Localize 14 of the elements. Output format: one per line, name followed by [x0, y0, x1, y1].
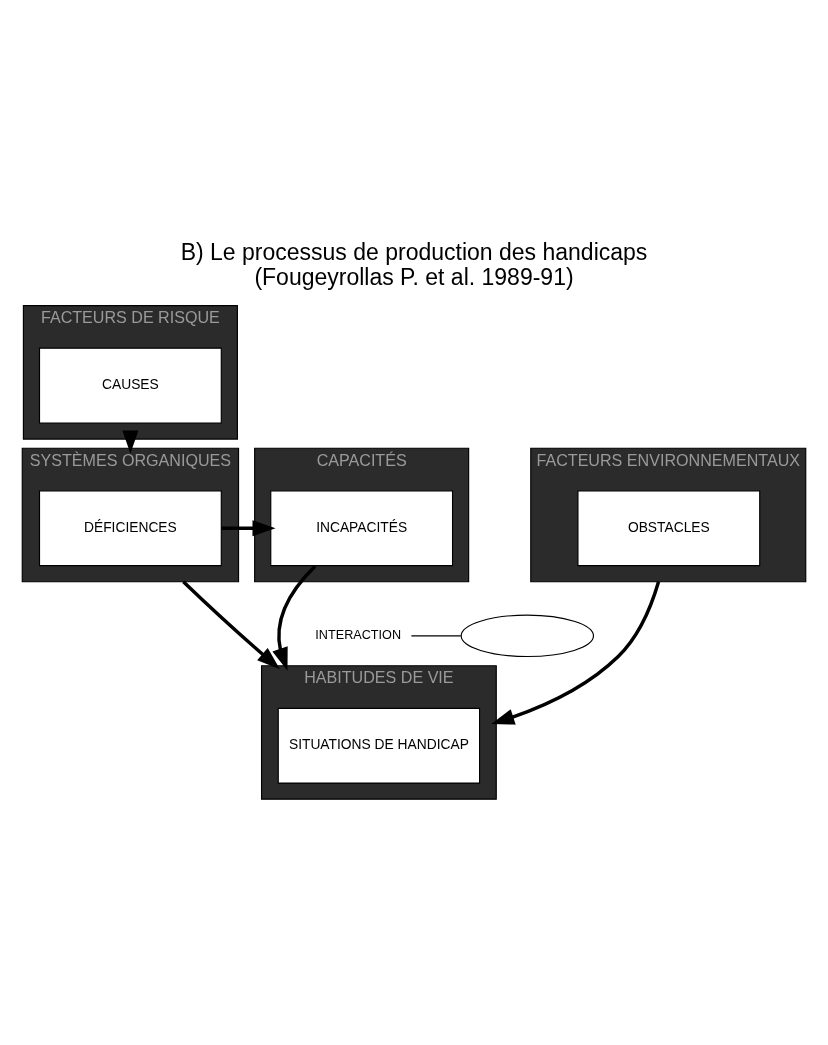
arrow: [221, 520, 276, 537]
node-ellipse: [460, 614, 595, 658]
arrow: [491, 581, 661, 725]
arrow: [272, 564, 317, 671]
node-box: OBSTACLES: [577, 490, 761, 567]
node-box: DÉFICIENCES: [38, 490, 222, 567]
node-box: CAUSES: [38, 347, 222, 424]
node-box: INCAPACITÉS: [270, 490, 454, 567]
arrow: [182, 580, 280, 670]
connector: [410, 635, 462, 637]
arrow: [122, 430, 139, 454]
node-text: INTERACTION: [315, 628, 402, 643]
diagram-title: B) Le processus de production des handicaps: [180, 238, 648, 265]
node-box: SITUATIONS DE HANDICAP: [277, 707, 481, 784]
